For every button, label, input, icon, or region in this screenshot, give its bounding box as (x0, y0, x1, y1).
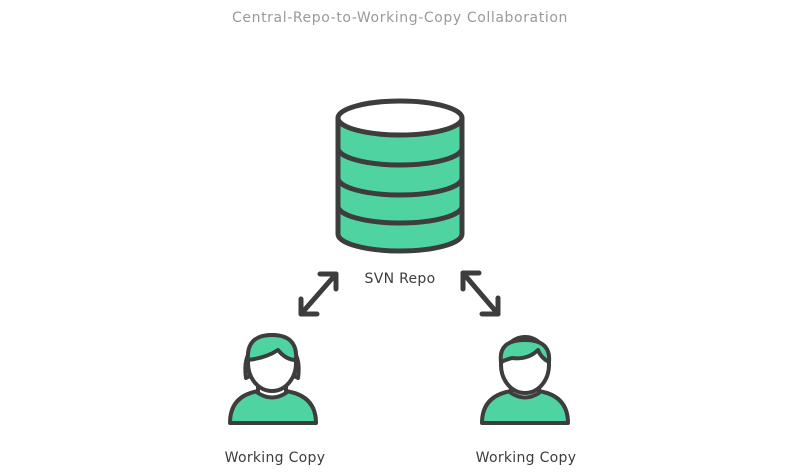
diagram-title: Central-Repo-to-Working-Copy Collaborati… (232, 10, 568, 26)
database-icon (335, 98, 465, 254)
user-male-icon (480, 335, 570, 425)
sync-arrow-left-icon (298, 271, 339, 317)
working-copy-label-right: Working Copy (475, 450, 577, 466)
working-copy-label-left: Working Copy (224, 450, 326, 466)
user-female-icon (228, 333, 318, 425)
sync-arrow-right-icon (460, 270, 501, 317)
repo-label: SVN Repo (364, 271, 436, 287)
